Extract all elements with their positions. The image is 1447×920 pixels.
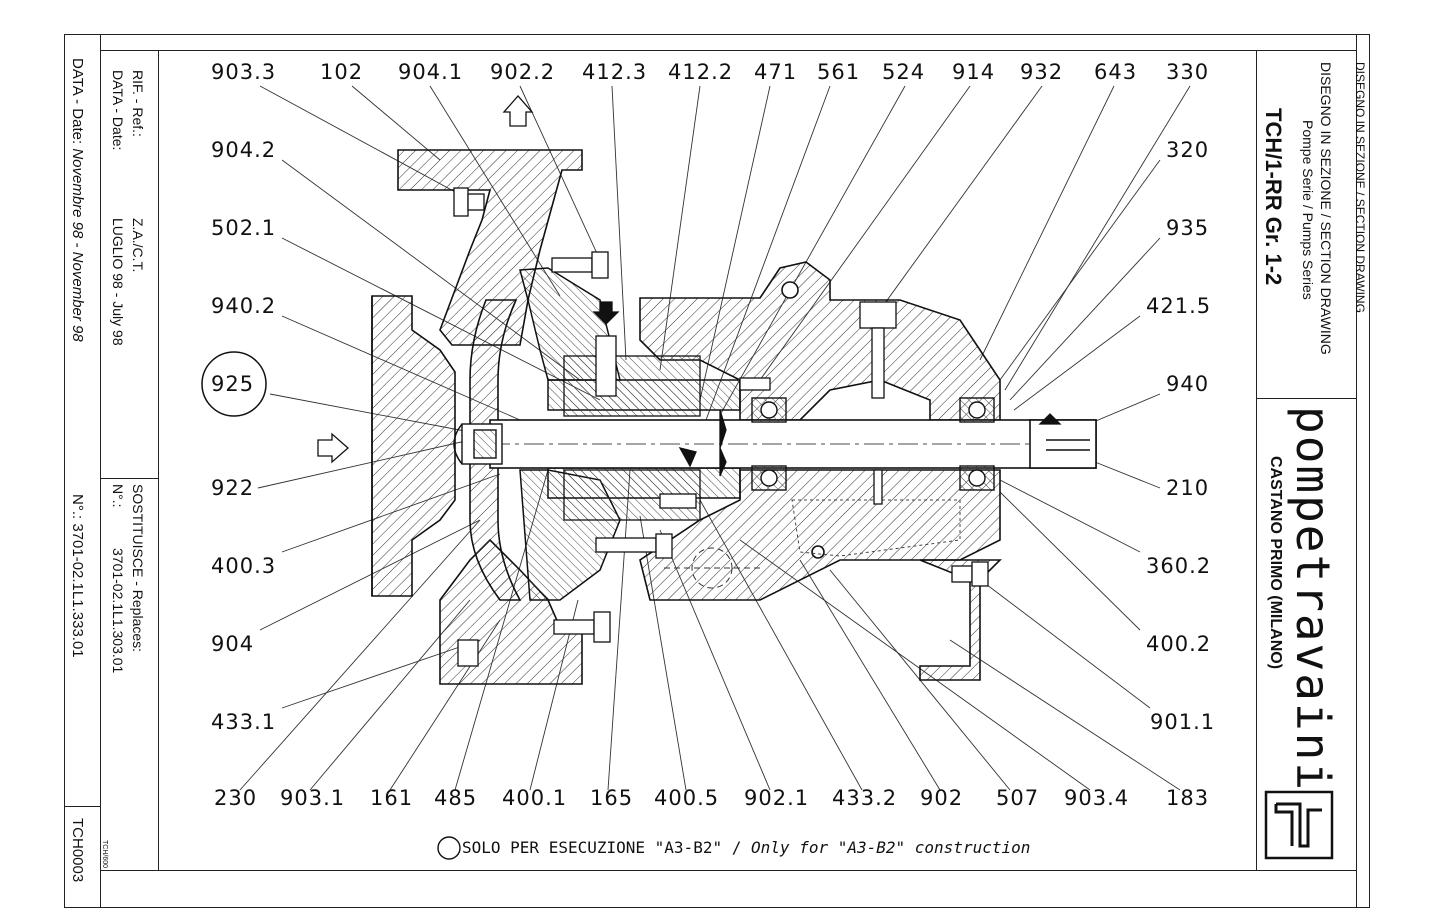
footnote: SOLO PER ESECUZIONE "A3-B2" / Only for "… <box>462 838 1030 857</box>
label-524: 524 <box>882 60 926 84</box>
label-902-2: 902.2 <box>490 60 556 84</box>
label-904-1: 904.1 <box>398 60 464 84</box>
label-925: 925 <box>211 372 255 396</box>
discharge-arrow-icon <box>502 95 534 127</box>
label-400-5: 400.5 <box>654 786 720 810</box>
left-strip-divider <box>100 34 101 908</box>
label-902-1: 902.1 <box>744 786 810 810</box>
pump-casing <box>371 149 583 685</box>
label-412-3: 412.3 <box>582 60 648 84</box>
label-421-5: 421.5 <box>1146 294 1212 318</box>
title-block-right-border <box>1356 34 1357 908</box>
bearings <box>751 397 995 491</box>
label-400-1: 400.1 <box>502 786 568 810</box>
label-922: 922 <box>211 476 255 500</box>
label-400-2: 400.2 <box>1146 632 1212 656</box>
label-433-2: 433.2 <box>832 786 898 810</box>
footnote-circle-icon <box>437 836 461 860</box>
label-914: 914 <box>952 60 996 84</box>
label-904-2: 904.2 <box>211 138 277 162</box>
label-320: 320 <box>1166 138 1210 162</box>
foot-hidden-lines <box>664 547 760 589</box>
label-935: 935 <box>1166 216 1210 240</box>
brand-logo-icon <box>1264 790 1334 860</box>
label-400-3: 400.3 <box>211 554 277 578</box>
outer-frame <box>64 34 1370 908</box>
bolts <box>453 187 989 667</box>
footnote-en: Only for "A3-B2" construction <box>751 838 1031 857</box>
left-strip-divider-h <box>64 806 100 807</box>
label-433-1: 433.1 <box>211 710 277 734</box>
label-902: 902 <box>920 786 964 810</box>
label-643: 643 <box>1094 60 1138 84</box>
label-165: 165 <box>590 786 634 810</box>
footnote-sep: / <box>731 838 742 857</box>
label-230: 230 <box>214 786 258 810</box>
label-485: 485 <box>434 786 478 810</box>
label-330: 330 <box>1166 60 1210 84</box>
label-210: 210 <box>1166 476 1210 500</box>
label-940-2: 940.2 <box>211 294 277 318</box>
label-901-1: 901.1 <box>1150 710 1216 734</box>
label-903-1: 903.1 <box>280 786 346 810</box>
label-102: 102 <box>320 60 364 84</box>
label-507: 507 <box>996 786 1040 810</box>
label-471: 471 <box>754 60 798 84</box>
label-903-3: 903.3 <box>211 60 277 84</box>
footnote-it: SOLO PER ESECUZIONE "A3-B2" <box>462 838 723 857</box>
pump-shaft <box>489 419 1097 469</box>
drawing-top-border <box>100 50 1356 51</box>
suction-arrow-icon <box>317 432 349 464</box>
oil-chamber <box>791 499 961 557</box>
impeller-nut <box>453 423 503 465</box>
title-block-divider <box>1256 398 1356 399</box>
label-412-2: 412.2 <box>668 60 734 84</box>
label-940: 940 <box>1166 372 1210 396</box>
drawing-bottom-border <box>100 870 1356 871</box>
rev-strip-divider <box>158 50 159 870</box>
label-904: 904 <box>211 632 255 656</box>
rev-strip-divider-h <box>100 478 158 479</box>
label-360-2: 360.2 <box>1146 554 1212 578</box>
label-932: 932 <box>1020 60 1064 84</box>
flow-arrows <box>317 95 1062 468</box>
label-183: 183 <box>1166 786 1210 810</box>
option-marker-925 <box>201 351 267 417</box>
label-161: 161 <box>370 786 414 810</box>
label-561: 561 <box>817 60 861 84</box>
label-903-4: 903.4 <box>1064 786 1130 810</box>
title-block-left-border <box>1256 50 1257 870</box>
label-502-1: 502.1 <box>211 216 277 240</box>
